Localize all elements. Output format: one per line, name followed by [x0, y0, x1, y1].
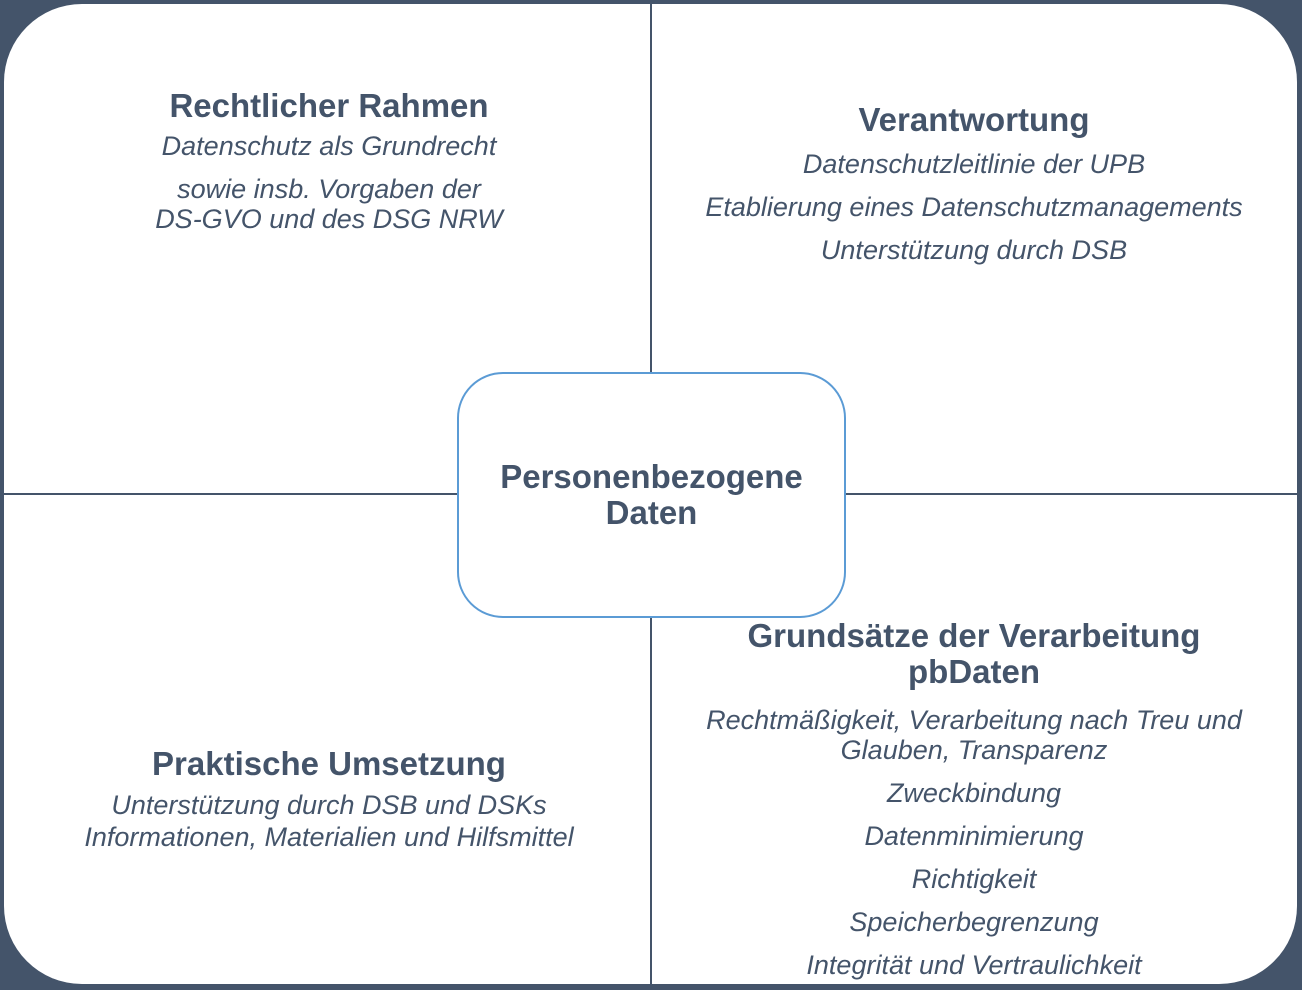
quadrant-line: sowie insb. Vorgaben der — [177, 174, 481, 204]
diagram-panel: Rechtlicher Rahmen Datenschutz als Grund… — [4, 4, 1297, 984]
quadrant-line: Unterstützung durch DSB — [820, 235, 1128, 265]
quadrant-line: Datenschutzleitlinie der UPB — [802, 149, 1146, 179]
quadrant-line: Integrität und Vertraulichkeit — [806, 950, 1142, 980]
quadrant-line: Datenschutz als Grundrecht — [161, 131, 497, 161]
quadrant-line: Speicherbegrenzung — [849, 907, 1099, 937]
quadrant-line: Datenminimierung — [864, 821, 1084, 851]
quadrant-line: Glauben, Transparenz — [840, 735, 1108, 765]
quadrant-title: Verantwortung — [858, 101, 1090, 138]
center-title-line: Personenbezogene — [500, 458, 803, 495]
quadrant-title: Rechtlicher Rahmen — [169, 87, 489, 124]
quadrant-line: Informationen, Materialien und Hilfsmitt… — [84, 822, 574, 852]
quadrant-responsibility: Verantwortung Datenschutzleitlinie der U… — [664, 101, 1284, 266]
quadrant-practical-implementation: Praktische Umsetzung Unterstützung durch… — [24, 745, 634, 853]
quadrant-line: DS-GVO und des DSG NRW — [155, 204, 503, 234]
quadrant-processing-principles: Grundsätze der Verarbeitung pbDaten Rech… — [664, 617, 1284, 981]
center-box-personal-data: Personenbezogene Daten — [457, 372, 846, 618]
quadrant-line: Zweckbindung — [886, 778, 1062, 808]
quadrant-legal-framework: Rechtlicher Rahmen Datenschutz als Grund… — [24, 87, 634, 235]
quadrant-line: Unterstützung durch DSB und DSKs — [111, 790, 547, 820]
quadrant-line: Rechtmäßigkeit, Verarbeitung nach Treu u… — [706, 705, 1242, 735]
center-title-line: Daten — [605, 494, 698, 531]
quadrant-line: Etablierung eines Datenschutzmanagements — [705, 192, 1243, 222]
quadrant-title: Praktische Umsetzung — [152, 745, 506, 782]
quadrant-line: Richtigkeit — [911, 864, 1037, 894]
quadrant-title: pbDaten — [908, 653, 1040, 690]
quadrant-title: Grundsätze der Verarbeitung — [747, 617, 1201, 654]
